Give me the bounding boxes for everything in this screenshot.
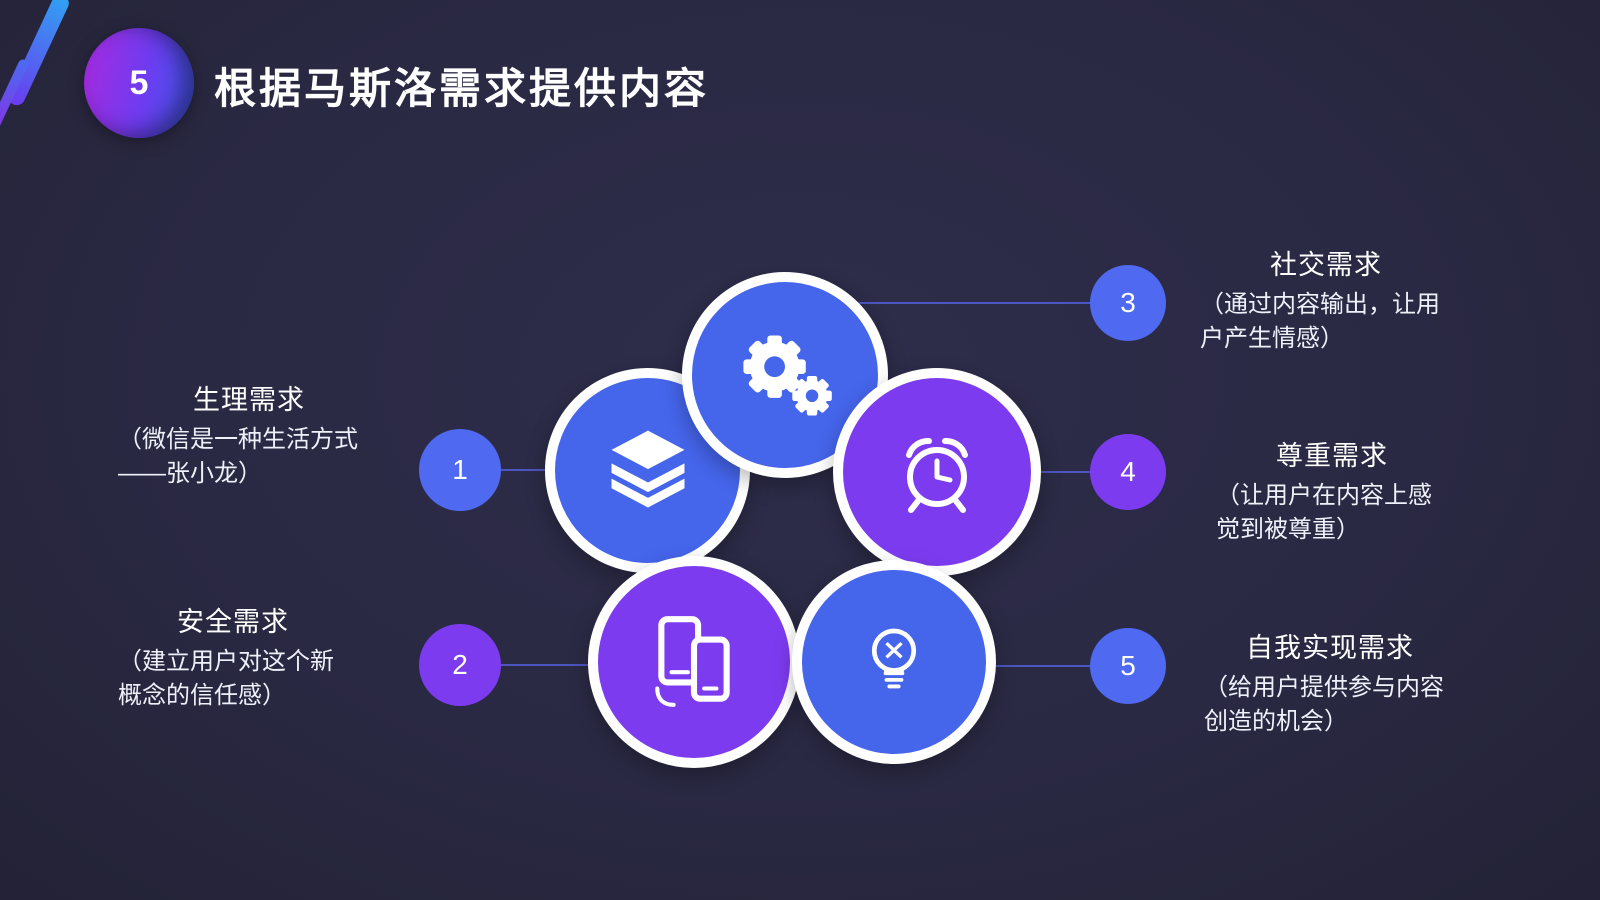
item-title: 自我实现需求	[1246, 633, 1414, 663]
item-title: 安全需求	[177, 607, 289, 637]
step-number: 1	[452, 454, 468, 485]
item-label-4: 尊重需求 （让用户在内容上感觉到被尊重）	[1216, 434, 1448, 547]
item-label-2: 安全需求 （建立用户对这个新概念的信任感）	[118, 600, 348, 713]
item-label-5: 自我实现需求 （给用户提供参与内容创造的机会）	[1204, 626, 1456, 739]
connector-line-4	[1000, 471, 1106, 473]
circle-phones	[588, 556, 800, 768]
step-number: 3	[1120, 287, 1136, 318]
step-marker-5: 5	[1090, 628, 1166, 704]
connector-line-1	[455, 469, 575, 471]
layers-icon	[611, 430, 684, 507]
item-desc: （通过内容输出，让用户产生情感）	[1200, 291, 1440, 353]
item-title: 社交需求	[1270, 250, 1382, 280]
gears-icon	[743, 335, 832, 416]
smartphones-icon	[655, 616, 730, 707]
item-title: 尊重需求	[1276, 441, 1388, 471]
lightbulb-icon	[871, 628, 917, 689]
step-number: 4	[1120, 456, 1136, 487]
page-title: 根据马斯洛需求提供内容	[214, 65, 710, 112]
item-desc: （给用户提供参与内容创造的机会）	[1204, 674, 1444, 736]
connector-line-2	[455, 664, 615, 666]
alarm-clock-icon	[906, 438, 968, 513]
item-label-1: 生理需求 （微信是一种生活方式——张小龙）	[118, 378, 380, 491]
step-marker-3: 3	[1090, 265, 1166, 341]
connector-line-3	[840, 302, 1106, 304]
item-desc: （微信是一种生活方式——张小龙）	[118, 426, 358, 488]
circle-bulb	[792, 560, 996, 764]
item-label-3: 社交需求 （通过内容输出，让用户产生情感）	[1200, 243, 1452, 356]
item-desc: （建立用户对这个新概念的信任感）	[118, 648, 334, 710]
step-number: 5	[1120, 650, 1136, 681]
connector-line-5	[980, 665, 1106, 667]
step-marker-1: 1	[419, 429, 501, 511]
item-title: 生理需求	[193, 385, 305, 415]
circle-clock	[833, 368, 1041, 576]
step-marker-4: 4	[1090, 434, 1166, 510]
item-desc: （让用户在内容上感觉到被尊重）	[1216, 482, 1432, 544]
step-marker-2: 2	[419, 624, 501, 706]
slide-number-badge: 5	[84, 28, 194, 138]
slide-number: 5	[129, 63, 149, 102]
step-number: 2	[452, 649, 468, 680]
